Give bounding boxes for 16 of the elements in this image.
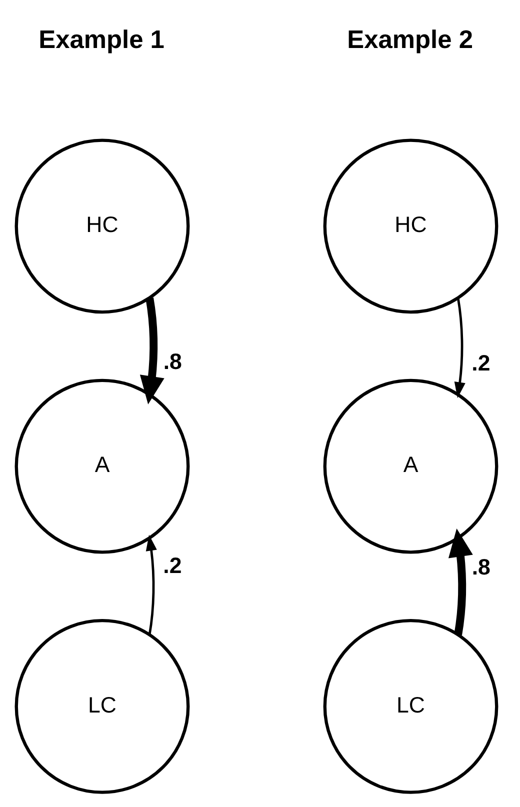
arrow (454, 298, 466, 398)
node-circle: A (14, 378, 190, 554)
node-circle: A (323, 378, 498, 554)
node-circle: HC (14, 138, 190, 314)
label: Example 2 (347, 26, 473, 54)
node-circle: LC (323, 618, 498, 794)
label: Example 1 (38, 26, 164, 54)
arrow (140, 298, 164, 404)
node-circle: LC (14, 618, 190, 794)
edge-label: .2 (472, 350, 490, 376)
node-circle: HC (323, 138, 498, 314)
edge-label: .8 (163, 348, 182, 374)
edge-label: .2 (163, 552, 182, 578)
arrow (448, 528, 473, 636)
edge-label: .8 (472, 554, 490, 580)
arrow (146, 534, 157, 635)
